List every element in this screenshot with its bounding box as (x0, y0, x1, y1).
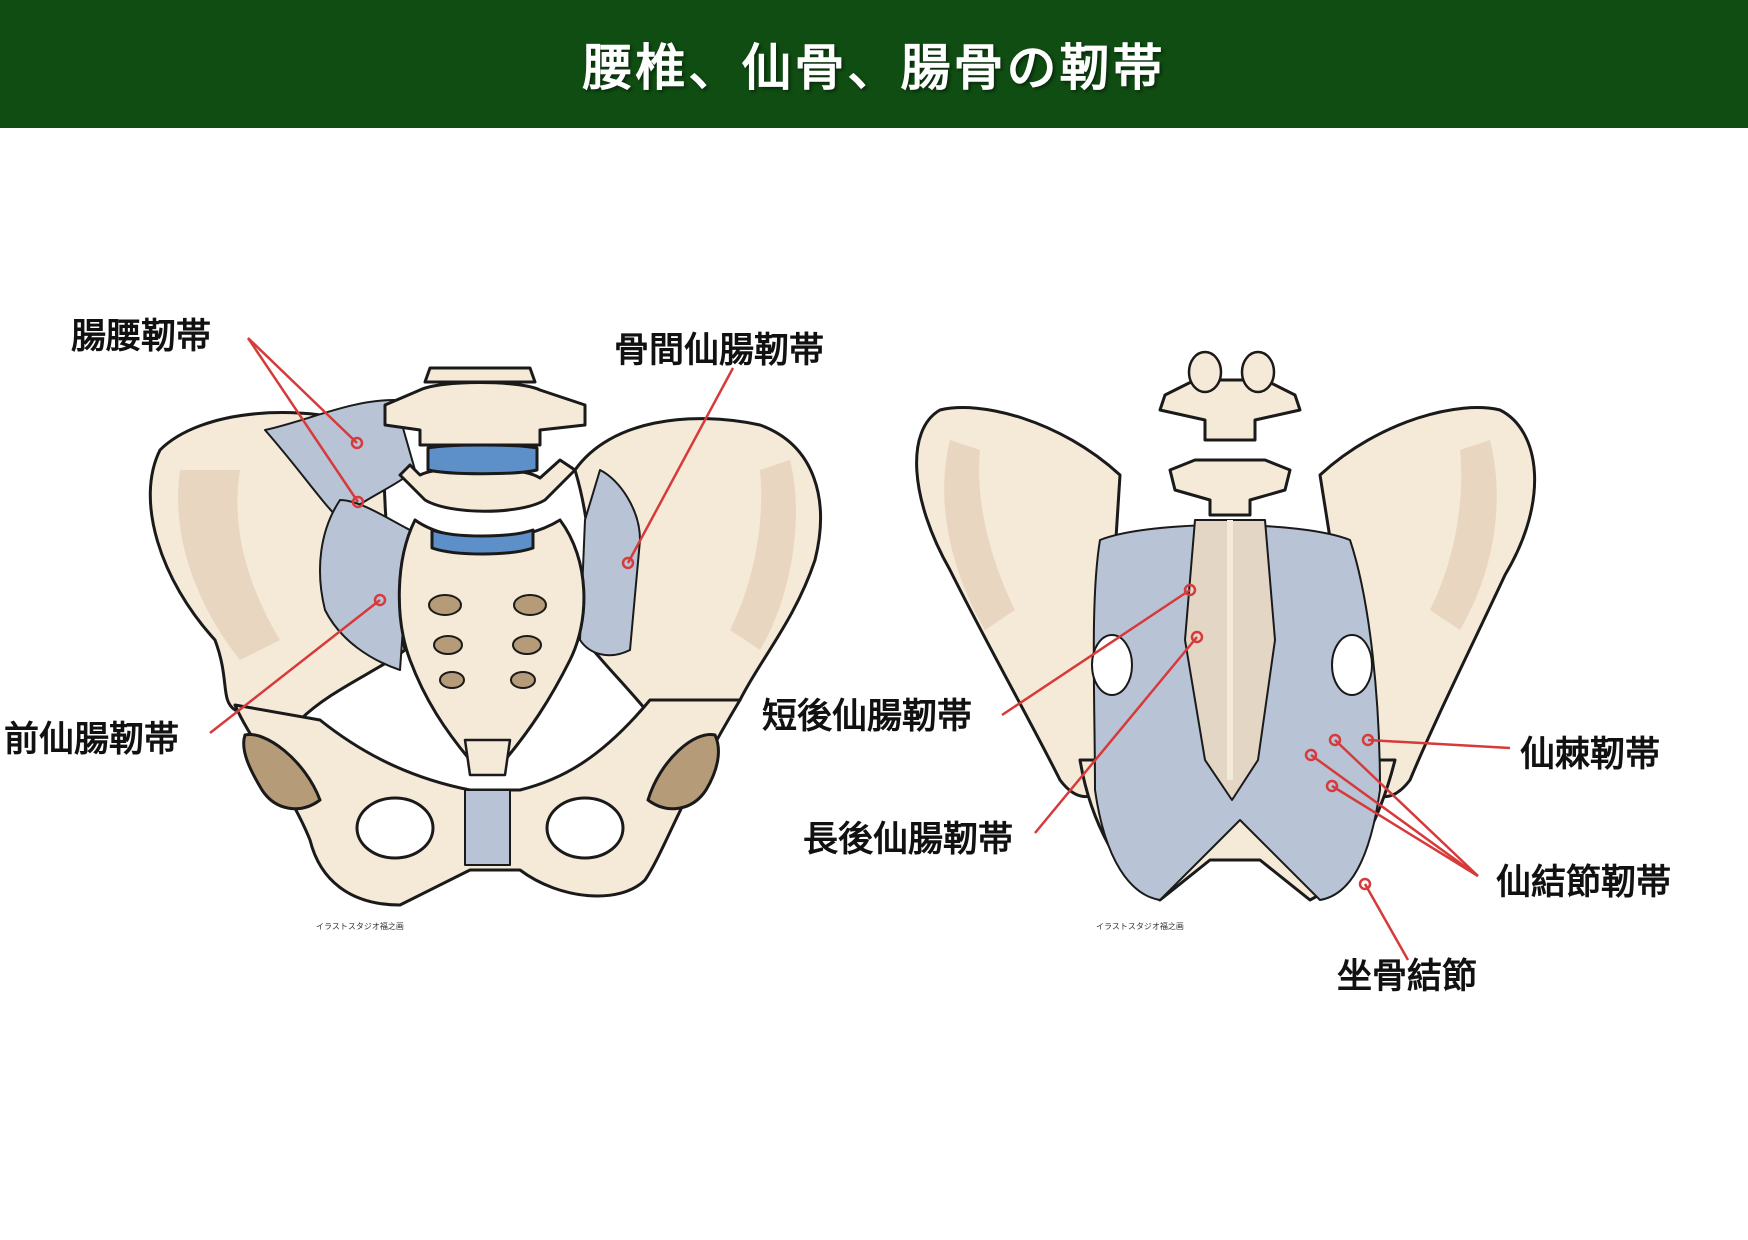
pointer-dot (373, 593, 387, 607)
label-long-posterior-sacroiliac-ligament: 長後仙腸靭帯 (803, 820, 1014, 860)
back-left-foramen (1091, 634, 1133, 696)
pointer-dot (1183, 583, 1197, 597)
front-l4-vertebra (383, 381, 587, 447)
back-left-ilium-shade (944, 440, 1015, 630)
front-sacral-foramen (439, 671, 465, 689)
back-facet-right (1240, 350, 1276, 394)
front-pelvis (148, 366, 822, 907)
pointer-iliolumbar-b (246, 337, 360, 503)
label-anterior-sacroiliac-ligament: 前仙腸靭帯 (4, 720, 180, 760)
pointer-ischial-tuberosity (1363, 883, 1410, 961)
title-banner: 腰椎、仙骨、腸骨の靭帯 (0, 0, 1748, 128)
pointer-iliolumbar-a (247, 337, 358, 444)
page-title: 腰椎、仙骨、腸骨の靭帯 (582, 39, 1166, 97)
pointer-dot (621, 556, 635, 570)
front-disc-lower (430, 528, 535, 556)
label-short-posterior-sacroiliac-ligament: 短後仙腸靭帯 (762, 697, 973, 737)
front-left-obturator (355, 796, 435, 860)
back-credit: イラストスタジオ福之画 (1096, 922, 1184, 931)
back-pelvis (915, 350, 1537, 902)
front-sacral-foramen (433, 635, 463, 655)
front-left-ilium-shade (178, 470, 280, 660)
front-right-ilium-shade (730, 460, 796, 650)
label-iliolumbar-ligament: 腸腰靭帯 (71, 317, 212, 357)
front-left-acetabulum (242, 732, 322, 811)
front-right-acetabulum (646, 732, 720, 811)
front-sacral-foramen (512, 635, 542, 655)
front-sacral-foramen (428, 594, 462, 616)
front-coccyx (463, 738, 512, 777)
pointer-dot (351, 495, 365, 509)
front-sacral-foramen (513, 594, 547, 616)
label-interosseous-sacroiliac-ligament: 骨間仙腸靭帯 (614, 331, 825, 371)
back-l5-vertebra (1168, 458, 1292, 517)
pointer-interosseous (626, 367, 735, 564)
label-sacrospinous-ligament: 仙棘靭帯 (1520, 735, 1661, 775)
pointer-long-posterior (1034, 636, 1198, 834)
pointer-sacrotuberous-b (1310, 753, 1479, 878)
pointer-sacrotuberous-a (1334, 739, 1479, 877)
front-disc-upper (426, 443, 539, 476)
pointer-dot (350, 436, 364, 450)
pointer-short-posterior (1001, 588, 1191, 717)
pointer-anterior-sacroiliac (209, 599, 381, 734)
label-sacrotuberous-ligament: 仙結節靭帯 (1496, 863, 1672, 903)
pointer-dot (1328, 733, 1342, 747)
pointer-sacrospinous (1367, 738, 1511, 750)
front-vertebra-top (423, 366, 537, 384)
pointer-lines (209, 337, 1511, 961)
front-sacrum (397, 518, 586, 762)
back-l4-vertebra (1158, 378, 1302, 442)
pointer-dot (1325, 779, 1339, 793)
front-right-sacroiliac-ligament (579, 469, 641, 657)
pointer-dot (1358, 877, 1372, 891)
pointer-dot (1190, 630, 1204, 644)
pointer-sacrotuberous-c (1331, 784, 1479, 878)
front-credit: イラストスタジオ福之画 (316, 922, 404, 931)
front-right-obturator (545, 796, 625, 860)
front-left-anterior-sacroiliac-ligament (319, 499, 411, 671)
back-right-foramen (1331, 634, 1373, 696)
pointer-dot (1361, 733, 1375, 747)
pointer-dot (1304, 748, 1318, 762)
back-facet-left (1187, 350, 1223, 394)
front-pubic-symphysis (464, 789, 511, 866)
label-ischial-tuberosity: 坐骨結節 (1337, 957, 1478, 997)
front-sacral-foramen (510, 671, 536, 689)
back-right-ilium-shade (1430, 440, 1497, 630)
